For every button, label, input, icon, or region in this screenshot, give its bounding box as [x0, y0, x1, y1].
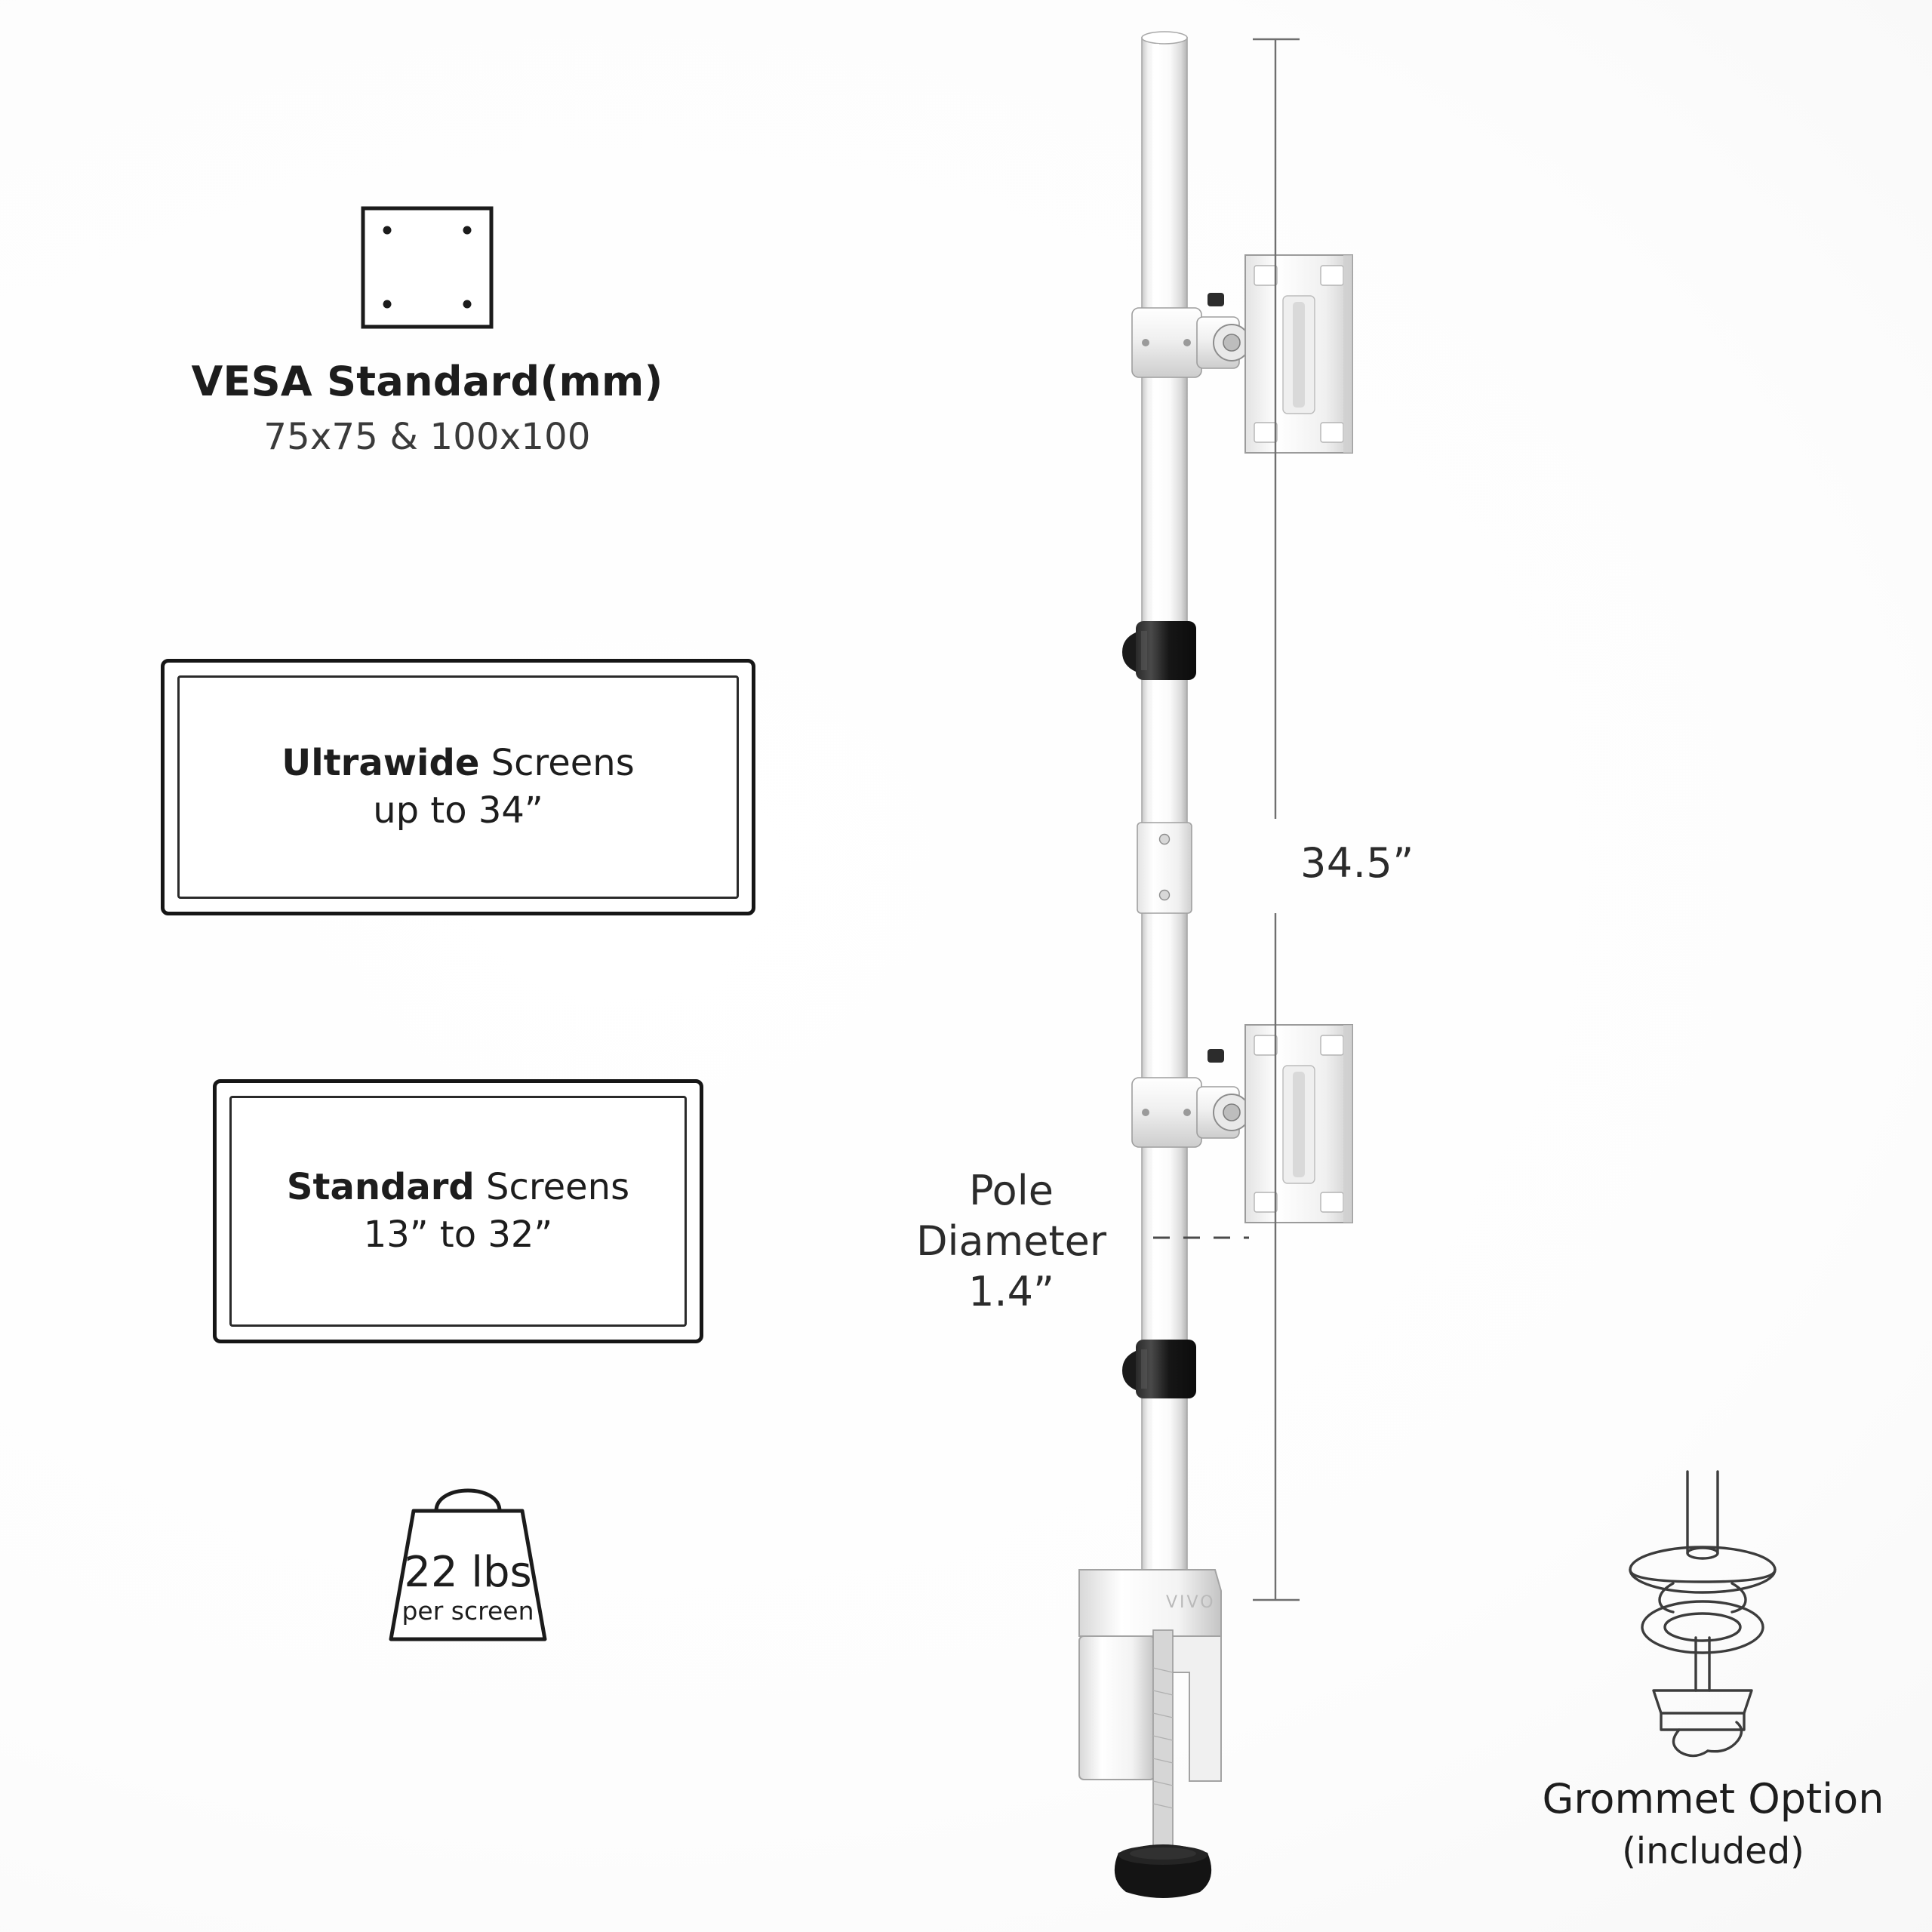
pole-joint-sleeve: [1137, 822, 1192, 914]
product-illustration: VIVO: [1078, 31, 1353, 1898]
grommet-option-block: Grommet Option (included): [1502, 1464, 1924, 1872]
desk-clamp-base: VIVO: [1078, 1569, 1222, 1898]
vesa-sizes: 75x75 & 100x100: [263, 416, 591, 459]
badge-outer-frame: Ultrawide Screens up to 34”: [161, 659, 755, 915]
badge-outer-frame: Standard Screens 13” to 32”: [213, 1079, 703, 1343]
badge-ultrawide-line1-rest: Screens: [479, 741, 635, 784]
lower-cable-clip: [1122, 1340, 1196, 1398]
badge-standard-line2: 13” to 32”: [363, 1214, 553, 1256]
badge-standard-screens: Standard Screens 13” to 32”: [213, 1079, 703, 1343]
pole-diameter-line1: Pole: [969, 1167, 1054, 1214]
badge-ultrawide-line2: up to 34”: [373, 789, 543, 832]
badge-ultrawide-line1: Ultrawide Screens: [281, 740, 634, 787]
height-dimension-label: 34.5”: [1300, 839, 1414, 887]
badge-standard-line1: Standard Screens: [287, 1164, 629, 1211]
upper-monitor-head: [1131, 254, 1353, 454]
mount-pole: [1141, 31, 1188, 1593]
weight-value: 22 lbs: [404, 1548, 531, 1597]
lower-monitor-head: [1131, 1024, 1353, 1223]
vesa-title: VESA Standard(mm): [191, 358, 663, 405]
upper-cable-clip: [1122, 621, 1196, 680]
grommet-title: Grommet Option: [1542, 1775, 1884, 1823]
pole-diameter-line3: 1.4”: [968, 1267, 1054, 1315]
badge-ultrawide-screens: Ultrawide Screens up to 34”: [161, 659, 755, 915]
pole-diameter-line2: Diameter: [915, 1217, 1107, 1265]
weight-bag-icon: 22 lbs per screen: [389, 1488, 547, 1641]
weight-note: per screen: [401, 1596, 534, 1626]
badge-inner-frame: Standard Screens 13” to 32”: [229, 1096, 687, 1327]
vesa-spec-block: VESA Standard(mm) 75x75 & 100x100: [186, 205, 669, 458]
pole-diameter-label: Pole Diameter 1.4”: [898, 1166, 1124, 1318]
badge-inner-frame: Ultrawide Screens up to 34”: [177, 675, 739, 899]
grommet-mount-icon: [1629, 1470, 1777, 1758]
grommet-subtitle: (included): [1622, 1830, 1804, 1872]
brand-mark: VIVO: [1166, 1593, 1216, 1612]
vesa-plate-icon: [361, 206, 494, 329]
badge-standard-line1-rest: Screens: [474, 1165, 630, 1208]
badge-standard-emphasis: Standard: [286, 1165, 475, 1208]
badge-ultrawide-emphasis: Ultrawide: [281, 741, 480, 784]
weight-spec-block: 22 lbs per screen: [355, 1464, 581, 1653]
